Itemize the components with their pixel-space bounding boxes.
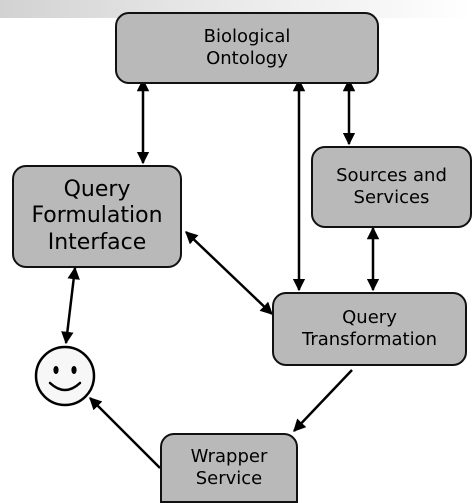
arrow-wrapper-to-user xyxy=(89,397,161,469)
query-formulation-interface-box: Query Formulation Interface xyxy=(12,165,182,268)
wrapper-service-label: Wrapper Service xyxy=(190,446,268,489)
biological-ontology-label: Biological Ontology xyxy=(203,26,291,69)
wrapper-service-box: Wrapper Service xyxy=(160,433,298,503)
sources-and-services-label: Sources and Services xyxy=(336,165,447,208)
query-transformation-box: Query Transformation xyxy=(272,292,467,366)
sources-and-services-box: Sources and Services xyxy=(311,146,472,228)
smiley-face-icon xyxy=(34,345,96,407)
arrow-query-transformation-to-wrapper xyxy=(293,369,353,432)
arrow-query-formulation-to-query-transformation xyxy=(185,231,273,315)
query-formulation-interface-label: Query Formulation Interface xyxy=(31,176,163,255)
biological-ontology-box: Biological Ontology xyxy=(115,12,379,84)
query-transformation-label: Query Transformation xyxy=(301,307,438,350)
arrow-query-formulation-to-user xyxy=(61,266,80,345)
